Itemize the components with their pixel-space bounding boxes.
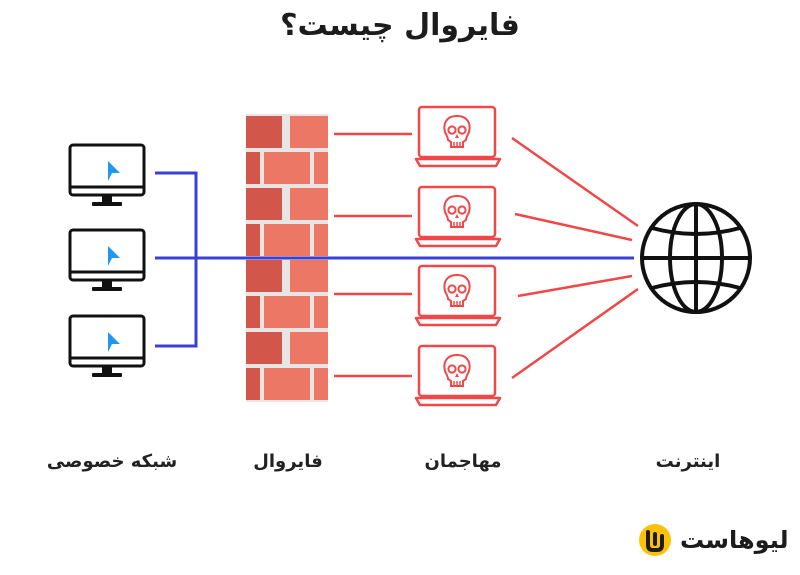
monitor-icon-2 bbox=[68, 228, 146, 291]
label-attackers: مهاجمان bbox=[424, 451, 502, 472]
brick bbox=[246, 368, 260, 400]
laptop-skull-icon-3 bbox=[414, 264, 502, 327]
brick bbox=[290, 332, 328, 364]
brick bbox=[314, 296, 328, 328]
firewall-attack-lines bbox=[334, 132, 412, 378]
brand[interactable]: لیوهاست bbox=[638, 520, 789, 560]
brick bbox=[246, 188, 282, 220]
monitor-icon-1 bbox=[68, 143, 146, 206]
laptop-skull-icon-2 bbox=[414, 185, 502, 248]
private-network-wiring bbox=[155, 171, 634, 348]
label-firewall: فایروال bbox=[253, 451, 323, 472]
brand-logo-icon bbox=[639, 524, 671, 556]
laptop-skull-icon-1 bbox=[414, 105, 502, 168]
brick bbox=[264, 224, 310, 256]
internet-attack-lines bbox=[511, 136, 639, 380]
label-private-network: شبکه خصوصی bbox=[46, 451, 178, 472]
brick bbox=[314, 368, 328, 400]
globe-icon bbox=[640, 202, 752, 314]
brick bbox=[246, 116, 282, 148]
brick bbox=[314, 224, 328, 256]
brick bbox=[264, 368, 310, 400]
brick bbox=[246, 152, 260, 184]
brick bbox=[314, 152, 328, 184]
brick bbox=[290, 188, 328, 220]
private-computers bbox=[68, 143, 146, 377]
label-internet: اینترنت bbox=[655, 451, 721, 472]
monitor-icon-3 bbox=[68, 314, 146, 377]
brand-name: لیوهاست bbox=[680, 526, 789, 554]
brick bbox=[290, 260, 328, 292]
attacker-laptops bbox=[414, 105, 502, 407]
brick bbox=[246, 296, 260, 328]
brick bbox=[246, 224, 260, 256]
page-title: فایروال چیست؟ bbox=[280, 8, 520, 43]
brick bbox=[264, 152, 310, 184]
brick bbox=[264, 296, 310, 328]
laptop-skull-icon-4 bbox=[414, 344, 502, 407]
brick bbox=[290, 116, 328, 148]
brick bbox=[246, 332, 282, 364]
brick bbox=[246, 260, 282, 292]
